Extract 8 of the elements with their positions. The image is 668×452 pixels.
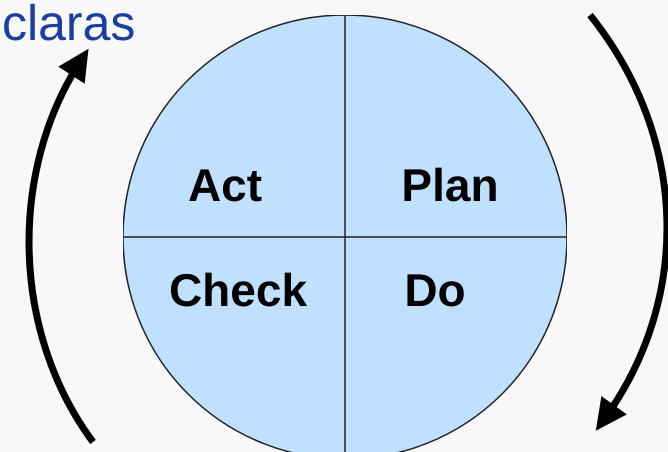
quadrant-segment xyxy=(123,237,345,452)
quadrant-label: Check xyxy=(168,263,308,317)
quadrant-label: Do xyxy=(404,263,466,317)
quadrant-segment xyxy=(345,237,567,452)
quadrant-segment xyxy=(345,15,567,237)
heading-text: claras xyxy=(2,0,136,52)
quadrant-label: Plan xyxy=(401,158,499,212)
quadrant-label: Act xyxy=(188,158,262,212)
